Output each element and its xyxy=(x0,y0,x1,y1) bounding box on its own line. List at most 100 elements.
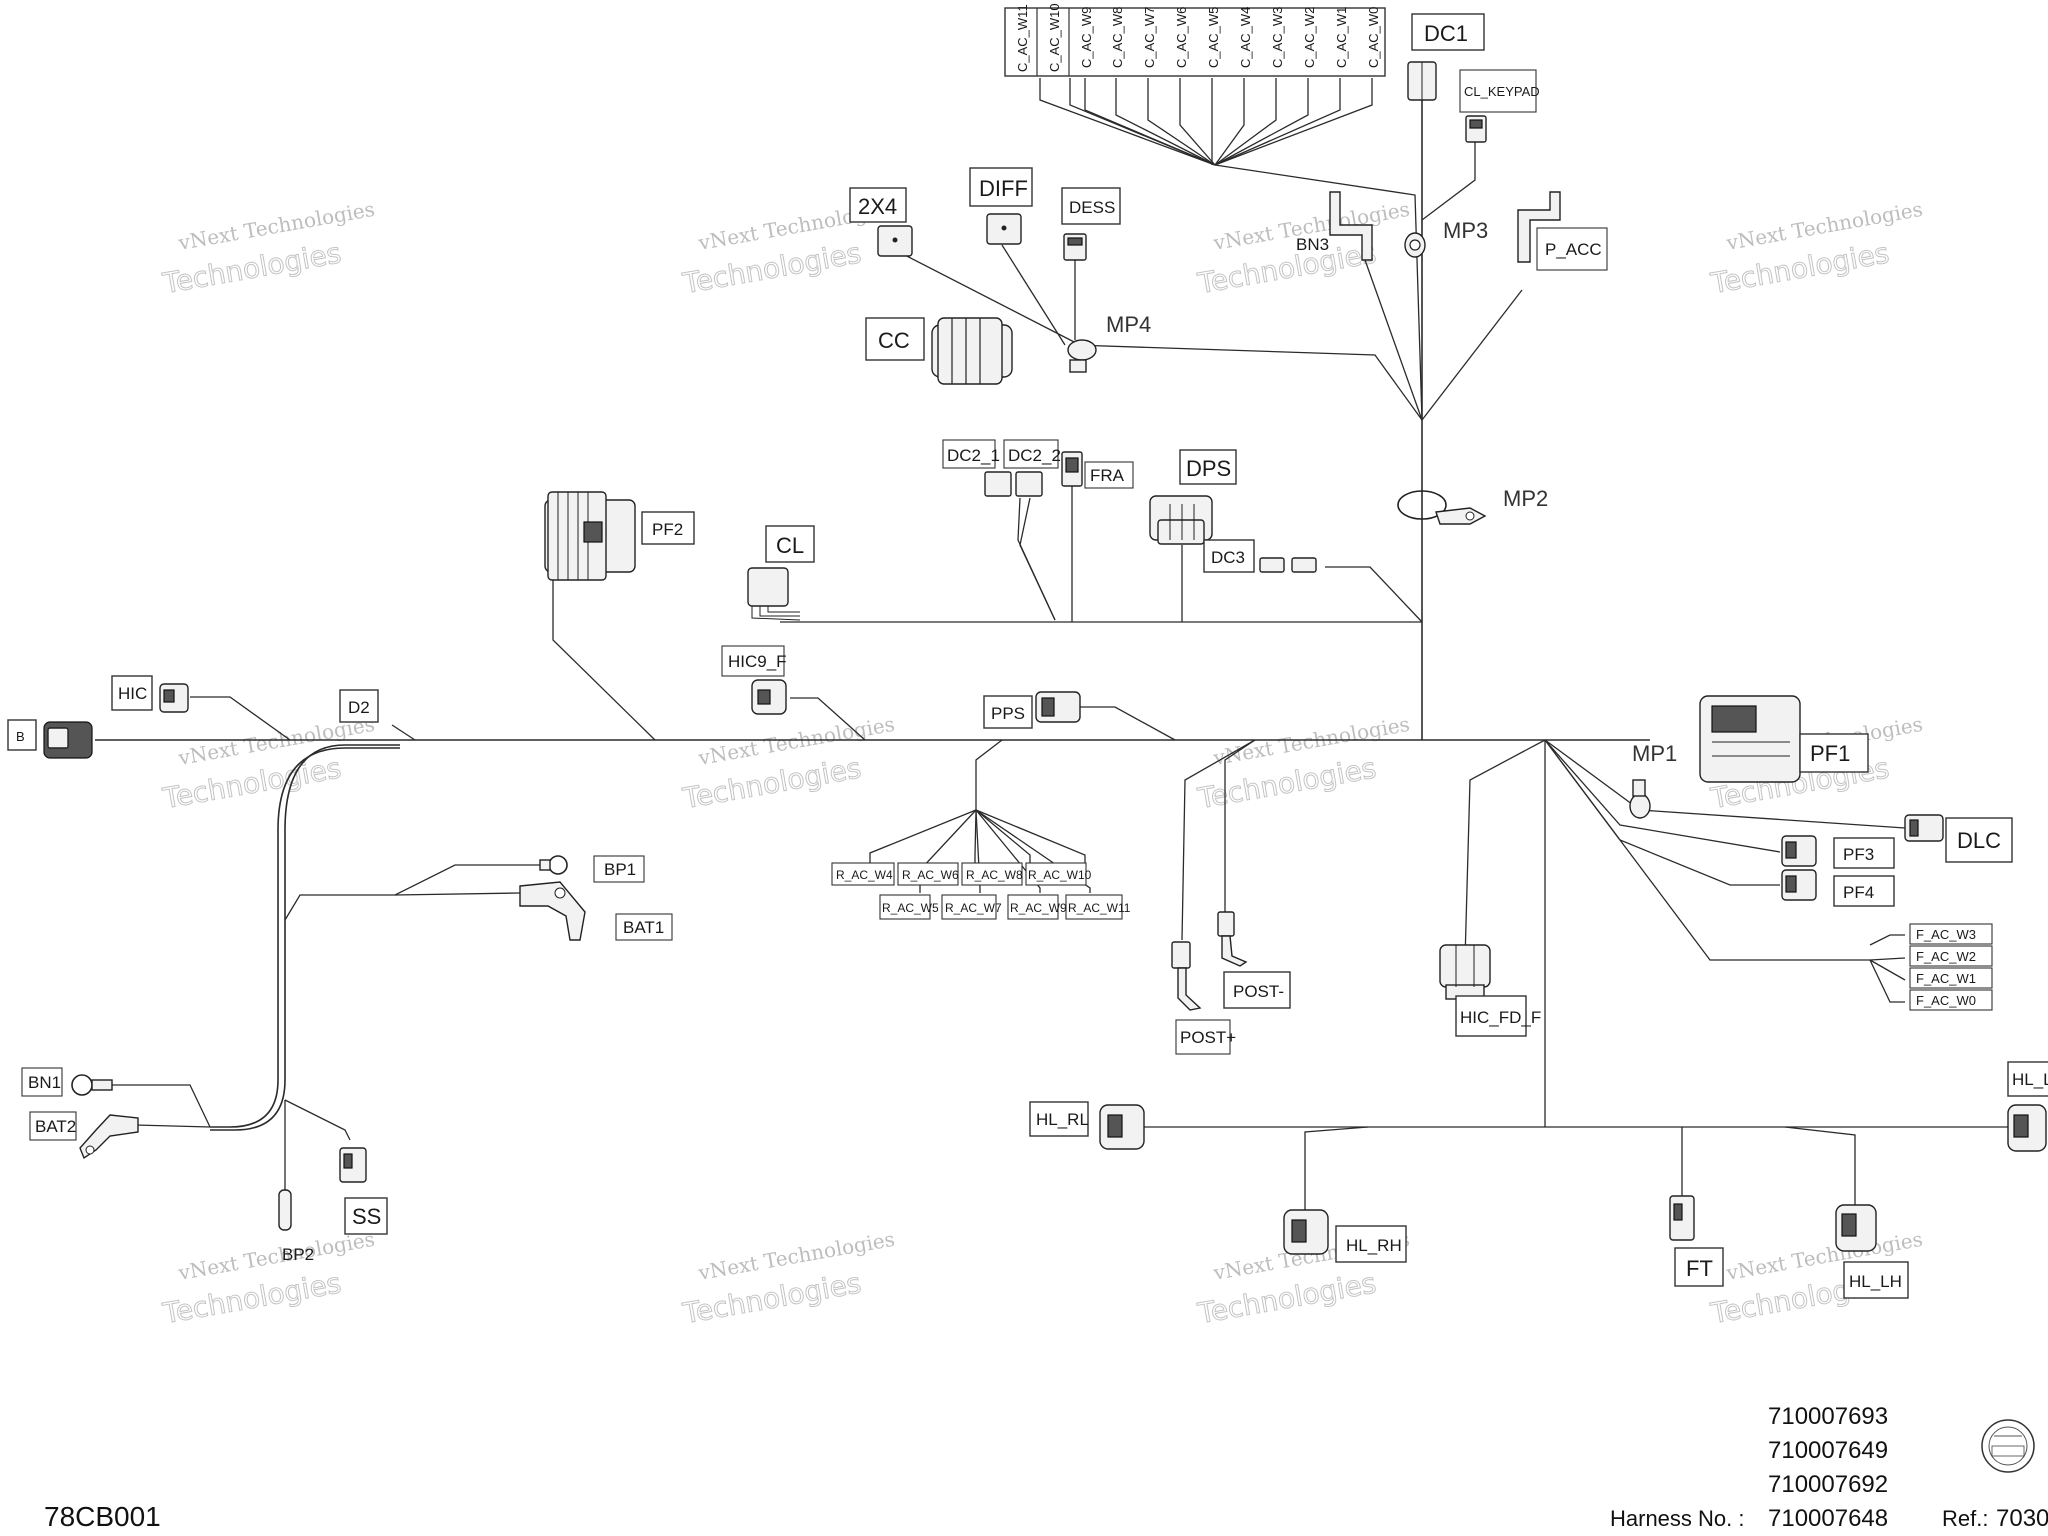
harness-number: 710007692 xyxy=(1768,1471,1888,1498)
harness-label: Harness No. : xyxy=(1610,1506,1745,1531)
label-f-ac: F_AC_W3 xyxy=(1916,927,1976,942)
label-dps: DPS xyxy=(1186,456,1231,481)
label-fra: FRA xyxy=(1090,466,1125,485)
hl-rh-connector-icon xyxy=(1283,1209,1329,1255)
dc1-connector-icon xyxy=(1407,61,1437,101)
label-pps: PPS xyxy=(991,704,1025,723)
label-r-ac: R_AC_W6 xyxy=(902,868,959,882)
cl-connector-icon xyxy=(747,567,801,621)
label-pf1: PF1 xyxy=(1810,741,1850,766)
label-r-ac: R_AC_W9 xyxy=(1010,901,1067,915)
c-ac-label: C_AC_W10 xyxy=(1047,3,1062,72)
label-dlc: DLC xyxy=(1957,828,2001,853)
dc2-1-connector-icon xyxy=(984,471,1012,497)
diff-connector-icon xyxy=(986,213,1022,245)
label-post-minus: POST- xyxy=(1233,982,1284,1001)
bat1-terminal-icon xyxy=(519,881,586,941)
label-f-ac: F_AC_W1 xyxy=(1916,971,1976,986)
c-ac-label: C_AC_W7 xyxy=(1142,7,1157,68)
dess-connector-icon xyxy=(1063,233,1087,261)
label-dc2-1: DC2_1 xyxy=(947,446,1000,465)
label-r-ac: R_AC_W7 xyxy=(945,901,1002,915)
label-r-ac: R_AC_W11 xyxy=(1068,901,1131,915)
harness-number: 710007648 xyxy=(1768,1505,1888,1532)
label-hl-rl: HL_RL xyxy=(1036,1110,1089,1129)
mp2-clip-icon xyxy=(1397,490,1487,525)
label-dess: DESS xyxy=(1069,198,1115,217)
label-hl-lh: HL_LH xyxy=(1849,1272,1902,1291)
c-ac-label: C_AC_W9 xyxy=(1079,7,1094,68)
pf4-connector-icon xyxy=(1781,869,1817,901)
c-ac-label: C_AC_W6 xyxy=(1174,7,1189,68)
label-cc: CC xyxy=(878,328,910,353)
cc-connector-icon xyxy=(931,317,1013,385)
label-b: B xyxy=(16,729,25,744)
label-ft: FT xyxy=(1686,1256,1713,1281)
dps-connector-icon xyxy=(1149,495,1213,545)
label-post-plus: POST+ xyxy=(1180,1028,1236,1047)
bat2-terminal-icon xyxy=(79,1114,139,1160)
dc2-2-connector-icon xyxy=(1015,471,1043,497)
fra-connector-icon xyxy=(1061,451,1083,487)
pf3-connector-icon xyxy=(1781,835,1817,867)
connector-labels: DC1 CL_KEYPAD MP3 BN3 P_ACC 2X4 DIFF DES… xyxy=(7,13,2048,1299)
pf1-connector-icon xyxy=(1699,695,1801,783)
label-f-ac: F_AC_W2 xyxy=(1916,949,1976,964)
ref-label: Ref.: xyxy=(1942,1506,1988,1531)
dlc-connector-icon xyxy=(1904,814,1944,842)
label-f-ac: F_AC_W0 xyxy=(1916,993,1976,1008)
c-ac-label: C_AC_W2 xyxy=(1302,7,1317,68)
connector-icons xyxy=(43,61,2047,1255)
ref-value: 70300 xyxy=(1996,1505,2048,1532)
label-r-ac: R_AC_W4 xyxy=(836,868,893,882)
cl-keypad-connector-icon xyxy=(1465,115,1487,143)
mp1-clip-icon xyxy=(1629,779,1651,819)
label-hl-rh: HL_RH xyxy=(1346,1236,1402,1255)
diagram-code: 78CB001 xyxy=(44,1501,161,1532)
label-hl-l: HL_L xyxy=(2012,1070,2048,1089)
label-mp2: MP2 xyxy=(1503,486,1548,511)
label-pf3: PF3 xyxy=(1843,845,1874,864)
harness-number: 710007693 xyxy=(1768,1403,1888,1430)
bn3-terminal-icon xyxy=(1329,191,1373,261)
hic-connector-icon xyxy=(159,683,189,713)
label-r-ac: R_AC_W5 xyxy=(882,901,939,915)
label-dc1: DC1 xyxy=(1424,21,1468,46)
label-2x4: 2X4 xyxy=(858,194,897,219)
ft-connector-icon xyxy=(1669,1195,1695,1241)
c-ac-label: C_AC_W4 xyxy=(1238,7,1253,68)
label-bp2: BP2 xyxy=(282,1245,314,1264)
hl-lh-connector-icon xyxy=(1835,1204,1877,1252)
diagram-footer: 78CB001 710007693 710007649 710007692 Ha… xyxy=(44,1403,2048,1532)
label-dc2-2: DC2_2 xyxy=(1008,446,1061,465)
bp1-terminal-icon xyxy=(539,855,568,875)
mp4-clip-icon xyxy=(1067,339,1097,373)
label-diff: DIFF xyxy=(979,176,1028,201)
label-hic: HIC xyxy=(118,684,147,703)
label-p-acc: P_ACC xyxy=(1545,240,1602,259)
label-bat1: BAT1 xyxy=(623,918,664,937)
label-d2: D2 xyxy=(348,698,370,717)
harness-number: 710007649 xyxy=(1768,1437,1888,1464)
label-mp1: MP1 xyxy=(1632,741,1677,766)
label-bn3: BN3 xyxy=(1296,235,1329,254)
label-bn1: BN1 xyxy=(28,1073,61,1092)
ss-connector-icon xyxy=(339,1147,367,1183)
bp2-terminal-icon xyxy=(278,1189,292,1231)
label-pf2: PF2 xyxy=(652,520,683,539)
pf2-connector-icon xyxy=(544,491,636,581)
c-ac-label: C_AC_W8 xyxy=(1110,7,1125,68)
c-ac-label: C_AC_W0 xyxy=(1366,7,1381,68)
2x4-connector-icon xyxy=(877,225,913,257)
pps-connector-icon xyxy=(1035,691,1081,723)
label-ss: SS xyxy=(352,1204,381,1229)
hl-l-connector-icon xyxy=(2007,1104,2047,1152)
c-ac-label: C_AC_W1 xyxy=(1334,7,1349,68)
p-acc-terminal-icon xyxy=(1517,191,1561,263)
dc3-connector-icon xyxy=(1259,557,1317,573)
c-ac-label: C_AC_W3 xyxy=(1270,7,1285,68)
label-r-ac: R_AC_W10 xyxy=(1028,868,1092,882)
mp3-clip-icon xyxy=(1404,232,1426,258)
harness-wires xyxy=(95,78,2010,1210)
